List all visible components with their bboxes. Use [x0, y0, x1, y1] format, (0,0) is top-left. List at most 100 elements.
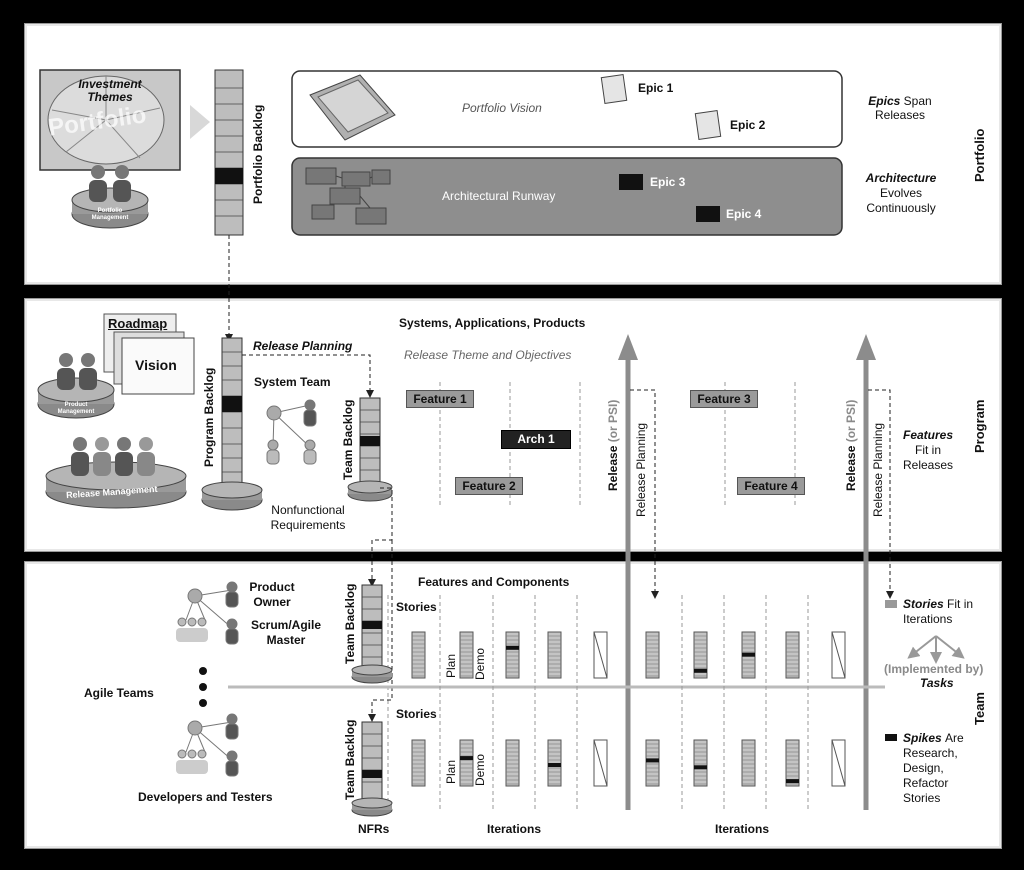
nfrs-label: NFRs	[358, 822, 390, 836]
nonfunctional-label: Nonfunctional Requirements	[258, 503, 358, 533]
portfolio-level-label: Portfolio	[972, 128, 987, 182]
release-theme-label: Release Theme and Objectives	[404, 348, 572, 362]
spikes-note-line5: Stories	[903, 791, 941, 805]
release-planning-vertical-1: Release Planning	[634, 422, 648, 517]
story-stack	[411, 631, 426, 679]
team-backlog-label-top: Team Backlog	[343, 583, 357, 664]
agile-team-icon-top	[176, 581, 239, 645]
iterations-label-2: Iterations	[715, 822, 770, 836]
spikes-note-rest: Are	[945, 731, 964, 745]
investment-themes-screen	[39, 69, 181, 171]
nonfunctional-line2: Requirements	[270, 518, 346, 532]
architecture-blocks	[305, 167, 391, 225]
iteration-story-stacks	[411, 631, 846, 787]
team-panel	[24, 561, 1002, 849]
story-stack	[831, 631, 846, 679]
story-stack	[547, 631, 562, 679]
demo-label-top: Demo	[473, 647, 487, 680]
release-psi-1a: Release	[606, 445, 620, 491]
story-stack	[459, 631, 474, 679]
program-team-backlog-column	[347, 397, 393, 502]
epic-3-label: Epic 3	[650, 175, 686, 189]
roadmap-vision-docs	[103, 313, 195, 395]
spikes-note-em: Spikes	[903, 731, 942, 745]
agile-team-icon-bottom	[176, 713, 239, 777]
features-note-line2: Fit in	[914, 443, 941, 457]
spikes-note: Spikes Are Research, Design, Refactor St…	[903, 731, 964, 806]
team-backlog-label-bottom: Team Backlog	[343, 719, 357, 800]
story-stack	[693, 631, 708, 679]
product-management-label: Product Management	[57, 402, 95, 415]
stories-note-line2: Iterations	[903, 612, 953, 626]
roadmap-label: Roadmap	[108, 316, 168, 331]
program-backlog-column	[201, 337, 263, 511]
epics-note-em: Epics	[868, 94, 901, 108]
spikes-note-line2: Research,	[903, 746, 958, 760]
nonfunctional-line1: Nonfunctional	[271, 503, 345, 517]
implemented-by-label: (Implemented by)	[884, 662, 984, 676]
release-psi-2a: Release	[844, 445, 858, 491]
epic-doc-icons	[600, 74, 722, 140]
team-backlog-column-bottom	[351, 721, 393, 817]
architectural-runway-label: Architectural Runway	[442, 189, 556, 203]
features-note-em: Features	[902, 428, 954, 442]
story-stack	[411, 739, 426, 787]
story-stack	[593, 739, 608, 787]
program-level-label: Program	[972, 399, 987, 453]
portfolio-vision-folder	[309, 74, 396, 141]
portfolio-management-label: Portfolio Management	[91, 208, 129, 221]
story-stack	[645, 739, 660, 787]
architecture-note-line2: Evolves	[879, 186, 923, 200]
program-team-backlog-label: Team Backlog	[341, 399, 355, 480]
stories-note-rest: Fit in	[947, 597, 974, 611]
features-note: Features Fit in Releases	[888, 428, 968, 473]
story-stack	[741, 739, 756, 787]
developers-testers-label: Developers and Testers	[138, 790, 273, 804]
story-stack	[785, 739, 800, 787]
portfolio-panel	[24, 23, 1002, 285]
demo-label-bottom: Demo	[473, 753, 487, 786]
scrum-master-label: Scrum/Agile Master	[244, 618, 328, 648]
epic-1-label: Epic 1	[638, 81, 674, 95]
systems-label: Systems, Applications, Products	[399, 316, 586, 330]
release-planning-vertical-2: Release Planning	[871, 422, 885, 517]
system-team-icon	[266, 399, 317, 465]
investment-themes-label: Investment Themes	[78, 77, 142, 104]
architecture-note-em: Architecture	[865, 171, 937, 185]
story-stack	[645, 631, 660, 679]
vision-label: Vision	[135, 357, 177, 373]
release-planning-label: Release Planning	[253, 339, 353, 353]
stories-label-bottom: Stories	[396, 707, 437, 721]
epics-note-line2: Releases	[874, 108, 926, 122]
portfolio-vision-label: Portfolio Vision	[462, 101, 542, 115]
agile-teams-label: Agile Teams	[84, 686, 154, 700]
stories-label-top: Stories	[396, 600, 437, 614]
plan-label-bottom: Plan	[444, 759, 458, 784]
feature-4-box: Feature 4	[737, 477, 805, 495]
feature-2-box: Feature 2	[455, 477, 523, 495]
release-management-icon	[45, 437, 187, 509]
release-psi-label-1: Release (or PSI)	[606, 400, 620, 491]
product-owner-label: Product Owner	[242, 580, 302, 610]
features-components-label: Features and Components	[418, 575, 570, 589]
epic-2-label: Epic 2	[730, 118, 766, 132]
architecture-note-line3: Continuously	[866, 201, 936, 215]
scrum-master-line2: Master	[266, 633, 306, 647]
feature-1-box: Feature 1	[406, 390, 474, 408]
story-stack	[547, 739, 562, 787]
story-stack	[831, 739, 846, 787]
team-backlog-column-top	[351, 584, 393, 684]
story-stack	[693, 739, 708, 787]
epics-note-rest: Span	[903, 94, 932, 108]
product-management-icon	[37, 353, 115, 419]
epics-note: Epics Span Releases	[860, 94, 940, 122]
team-level-label: Team	[972, 692, 987, 725]
stories-note-em: Stories	[903, 597, 944, 611]
portfolio-management-icon	[71, 165, 149, 229]
release-psi-1b: (or PSI)	[606, 399, 620, 443]
story-stack	[785, 631, 800, 679]
portfolio-backlog-label: Portfolio Backlog	[251, 104, 265, 204]
scrum-master-line1: Scrum/Agile	[250, 618, 322, 632]
story-stack	[459, 739, 474, 787]
